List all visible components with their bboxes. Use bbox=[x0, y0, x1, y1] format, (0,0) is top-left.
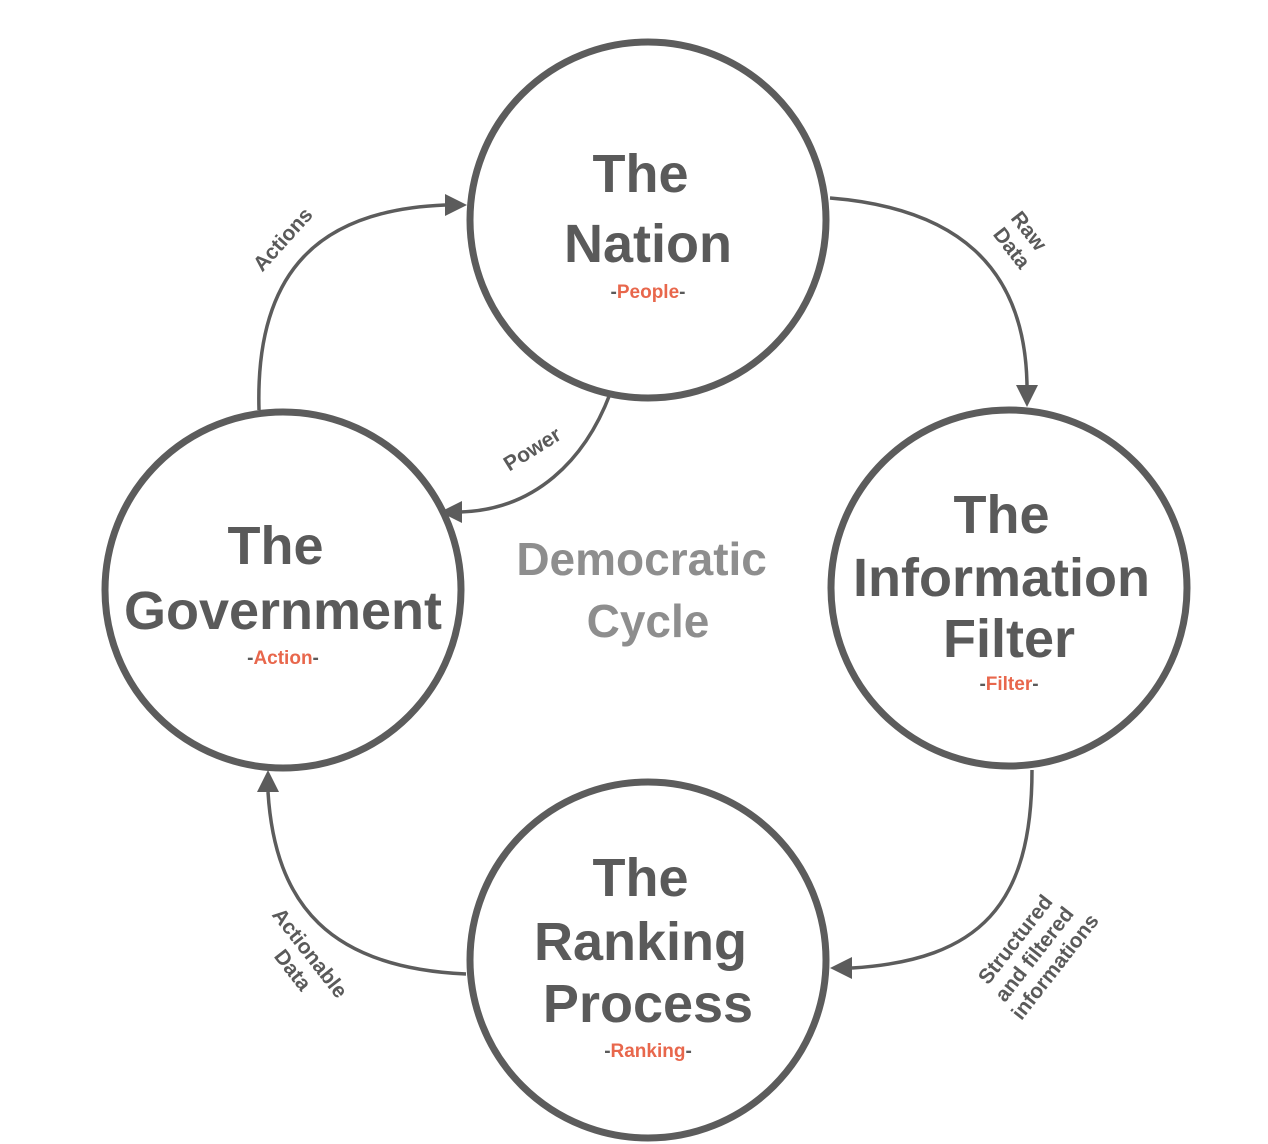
edge-label-power: Power bbox=[500, 423, 566, 476]
node-filter-title-line: The bbox=[953, 485, 1049, 545]
edge-label-actionable-data: Actionable Data bbox=[248, 904, 355, 1022]
node-nation-title-line: The bbox=[592, 144, 688, 204]
arrow-filter-to-ranking bbox=[851, 769, 1034, 970]
node-ranking-title: The Ranking Process bbox=[534, 848, 762, 1034]
node-ranking-title-line: The bbox=[592, 848, 688, 908]
node-filter-title-line: Filter bbox=[943, 609, 1075, 669]
arrow-power bbox=[459, 393, 612, 514]
edge-label-raw-data: Raw Data bbox=[987, 207, 1054, 275]
node-government-title-line: Government bbox=[124, 581, 442, 641]
node-ranking-title-line: Ranking bbox=[534, 912, 747, 972]
edge-label-line: Actions bbox=[249, 203, 318, 276]
arrow-government-to-nation bbox=[257, 203, 446, 411]
node-ranking-process: The Ranking Process -Ranking- bbox=[466, 778, 830, 1142]
edge-label-actions: Actions bbox=[249, 203, 318, 276]
node-government: The Government -Action- bbox=[101, 408, 465, 772]
node-filter-title-line: Information bbox=[853, 548, 1150, 608]
node-nation-circle bbox=[466, 38, 830, 402]
node-ranking-title-line: Process bbox=[543, 974, 753, 1034]
node-ranking-subtitle-word: Ranking bbox=[611, 1041, 686, 1062]
center-label-line: Democratic bbox=[516, 533, 767, 585]
node-government-subtitle-word: Action bbox=[253, 648, 312, 669]
node-ranking-circle bbox=[466, 778, 830, 1142]
node-nation-title: The Nation bbox=[564, 144, 732, 274]
node-filter-subtitle-word: Filter bbox=[986, 674, 1033, 695]
center-label-line: Cycle bbox=[587, 595, 710, 647]
node-nation-title-line: Nation bbox=[564, 214, 732, 274]
node-government-subtitle: -Action- bbox=[247, 648, 319, 669]
arrow-head-nation bbox=[445, 194, 467, 216]
center-label: Democratic Cycle bbox=[516, 533, 779, 647]
node-government-title-line: The bbox=[227, 516, 323, 576]
node-nation-subtitle-word: People bbox=[617, 282, 679, 303]
arrow-head-ranking bbox=[830, 957, 852, 979]
node-ranking-subtitle: -Ranking- bbox=[604, 1041, 692, 1062]
arrow-head-government bbox=[257, 770, 279, 792]
node-filter-circle bbox=[827, 406, 1191, 770]
node-nation-subtitle: -People- bbox=[611, 282, 686, 303]
node-filter-subtitle: -Filter- bbox=[979, 674, 1038, 695]
arrow-head-power bbox=[440, 501, 462, 523]
edge-label-structured: Structured and filtered informations bbox=[969, 880, 1103, 1024]
node-filter-title: The Information Filter bbox=[853, 485, 1165, 669]
arrow-ranking-to-government bbox=[266, 791, 467, 976]
edge-label-line: Power bbox=[500, 423, 566, 476]
node-information-filter: The Information Filter -Filter- bbox=[827, 406, 1191, 770]
node-government-circle bbox=[101, 408, 465, 772]
node-government-title: The Government bbox=[124, 516, 442, 641]
arrow-nation-to-filter bbox=[829, 196, 1029, 386]
arrow-head-filter bbox=[1016, 385, 1038, 407]
node-nation: The Nation -People- bbox=[466, 38, 830, 402]
